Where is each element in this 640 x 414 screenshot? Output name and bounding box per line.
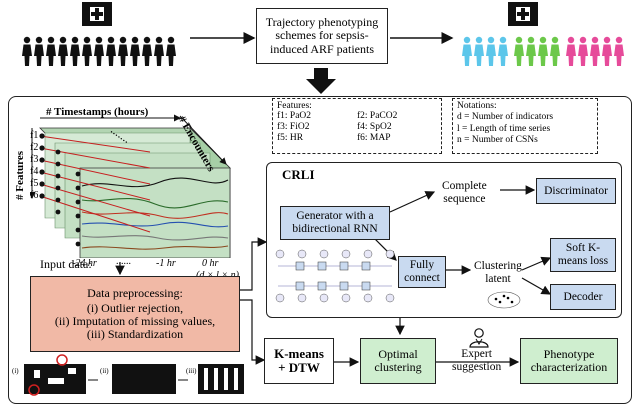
notations-title: Notations: — [457, 101, 497, 111]
dims-label: (d × l × n) — [196, 270, 239, 281]
row-label-f4: f4 — [30, 166, 39, 177]
decoder-label: Decoder — [563, 290, 603, 303]
latent-cluster-icon — [487, 291, 521, 309]
generator-line-1: Generator with a — [296, 210, 374, 223]
clustering-latent-label: Clustering latent — [474, 260, 522, 285]
tick-0: 0 hr — [202, 258, 219, 269]
phenotype-line-1: Phenotype — [543, 346, 595, 361]
strip-label-i: (i) — [12, 367, 19, 375]
generator-line-2: bidirectional RNN — [292, 223, 378, 235]
scheme-line-3: induced ARF patients — [270, 41, 374, 56]
tick-ellipsis: ...... — [116, 256, 131, 267]
preprocessing-box: Data preprocessing: (i) Outlier rejectio… — [30, 276, 240, 352]
expert-line-2: suggestion — [452, 360, 502, 373]
strip-label-iii: (iii) — [186, 367, 197, 375]
features-box: Features: f1: PaO2 f2: PaCO2 f3: FiO2 f4… — [272, 98, 442, 154]
preprocessing-title: Data preprocessing: — [87, 285, 183, 300]
kmeans-line-1: K-means — [274, 345, 324, 361]
feature-f2: f2: PaCO2 — [357, 111, 398, 121]
data-cube — [30, 114, 231, 258]
top-illustration — [22, 2, 624, 66]
optimal-line-2: clustering — [374, 360, 422, 374]
row-label-f1: f1 — [30, 130, 39, 141]
timestamps-label: # Timestamps (hours) — [46, 106, 149, 118]
discriminator-box: Discriminator — [536, 178, 616, 204]
fully-line-1: Fully — [409, 259, 435, 272]
preprocessing-strips — [24, 354, 244, 396]
doctor-icon — [469, 328, 489, 348]
notation-l: l = Length of time series — [457, 123, 551, 134]
feature-f6: f6: MAP — [357, 133, 391, 143]
notation-d: d = Number of indicators — [457, 112, 554, 123]
expert-line-1: Expert — [461, 348, 492, 360]
feature-f4: f4: SpO2 — [357, 122, 392, 132]
strip-label-ii: (ii) — [100, 367, 109, 375]
expert-label: Expert suggestion — [452, 348, 501, 373]
main-panel — [8, 96, 632, 404]
scheme-line-1: Trajectory phenotyping — [265, 15, 379, 30]
discriminator-label: Discriminator — [544, 184, 608, 197]
scheme-box: Trajectory phenotyping schemes for sepsi… — [256, 8, 388, 64]
feature-f3: f3: FiO2 — [277, 122, 310, 132]
complete-line-2: sequence — [443, 192, 486, 205]
feature-f5: f5: HR — [277, 133, 304, 143]
input-data-label: Input data: — [40, 257, 92, 271]
tick-minus1: -1 hr — [156, 258, 176, 269]
rnn-schematic — [275, 249, 395, 303]
clustering-line-2: latent — [485, 272, 511, 285]
optimal-clustering-box: Optimal clustering — [360, 338, 436, 384]
row-label-f6: f6 — [30, 190, 39, 201]
kmeans-line-2: + DTW — [278, 360, 320, 375]
hospital-icon-right — [508, 2, 538, 26]
row-label-f2: f2 — [30, 142, 39, 153]
decoder-box: Decoder — [550, 284, 616, 310]
scheme-line-2: schemes for sepsis- — [275, 28, 369, 43]
feature-row-labels: f1 f2 f3 f4 f5 f6 — [30, 130, 38, 202]
hospital-icon-left — [82, 2, 112, 26]
soft-kmeans-box: Soft K- means loss — [550, 238, 616, 272]
row-label-f3: f3 — [30, 154, 39, 165]
fully-connect-box: Fully connect — [398, 256, 446, 288]
soft-line-1: Soft K- — [565, 242, 601, 255]
complete-line-1: Complete — [442, 180, 487, 192]
notations-box: Notations: d = Number of indicators l = … — [452, 98, 598, 154]
preprocessing-step-2: (ii) Imputation of missing values, — [54, 314, 216, 328]
generator-box: Generator with a bidirectional RNN — [280, 206, 390, 240]
crli-title: CRLI — [282, 167, 315, 182]
preprocessing-step-1: (i) Outlier rejection, — [86, 300, 184, 315]
feature-f1: f1: PaO2 — [277, 111, 312, 121]
phenotype-box: Phenotype characterization — [520, 338, 618, 384]
clustering-line-1: Clustering — [474, 260, 522, 272]
kmeans-box: K-means + DTW — [264, 338, 334, 384]
row-label-f5: f5 — [30, 178, 39, 189]
tick-minus24: -24 hr — [72, 258, 97, 269]
crli-panel — [266, 162, 622, 318]
fully-line-2: connect — [404, 272, 440, 284]
soft-line-2: means loss — [557, 255, 609, 267]
notation-n: n = Number of CSNs — [457, 135, 538, 146]
down-arrow-big — [306, 68, 336, 94]
phenotype-line-2: characterization — [530, 360, 608, 374]
features-title: Features: — [277, 101, 312, 111]
preprocessing-step-3: (iii) Standardization — [86, 327, 184, 342]
optimal-line-1: Optimal — [378, 346, 418, 361]
complete-sequence-label: Complete sequence — [442, 180, 487, 205]
